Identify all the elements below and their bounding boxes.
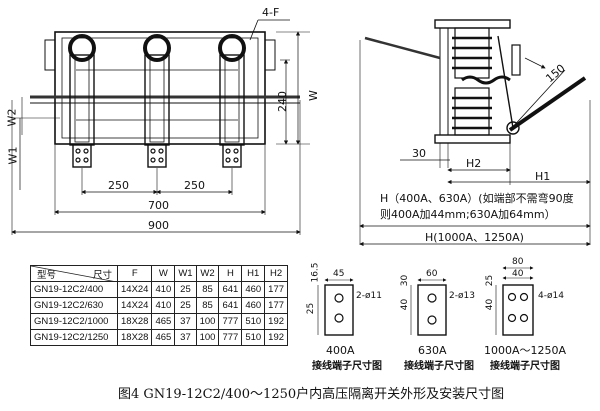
t400-dim-top: 45: [333, 269, 345, 279]
cell: 510: [241, 313, 266, 330]
t630-caption: 接线端子尺寸图: [404, 361, 474, 372]
dim-w: W: [306, 90, 320, 101]
cell: 510: [241, 329, 266, 346]
cell: 177: [264, 297, 289, 314]
dim-w1: W1: [6, 146, 20, 165]
cell-model: GN19-12C2/1250: [30, 329, 118, 346]
insulator-upper: [452, 27, 492, 79]
cell: 777: [218, 329, 243, 346]
t1000-hole: 4-ø14: [538, 291, 564, 301]
t1000-dim-top: 80: [512, 257, 524, 267]
cell: 192: [264, 313, 289, 330]
cell: 100: [195, 329, 220, 346]
t630-dim-top: 60: [426, 269, 438, 279]
dim-h-large: H(1000A、1250A): [425, 231, 524, 244]
t630-hole: 2-ø13: [449, 291, 475, 301]
t1000-rating: 1000A～1250A: [484, 344, 567, 357]
cell: 18X28: [116, 329, 153, 346]
cell: 85: [195, 297, 220, 314]
cell: 37: [174, 313, 197, 330]
cell: 465: [151, 313, 176, 330]
cell: 25: [174, 281, 197, 298]
table-row: GN19-12C2/630 14X24 410 25 85 641 460 17…: [30, 297, 289, 314]
t1000-dim-side2: 25: [485, 274, 496, 287]
header-col: W: [151, 265, 176, 282]
cell: 460: [241, 297, 266, 314]
note-h-line2: 则400A加44mm;630A加64mm）: [380, 208, 556, 221]
table-row: GN19-12C2/400 14X24 410 25 85 641 460 17…: [30, 281, 289, 298]
frame-outline: [54, 31, 266, 145]
dim-900: 900: [148, 219, 169, 232]
t630-dim-side: 40: [400, 298, 411, 311]
cell-model: GN19-12C2/1000: [30, 313, 118, 330]
header-col: F: [116, 265, 153, 282]
header-col: H: [218, 265, 243, 282]
cell: 410: [151, 281, 176, 298]
terminal-400A: [317, 278, 354, 336]
note-h-line1: H（400A、630A）(如端部不需弯90度: [380, 192, 574, 205]
blade-open: [508, 76, 587, 132]
cell: 410: [151, 297, 176, 314]
side-view: [359, 19, 591, 247]
terminal-630A: [410, 278, 447, 336]
cell: 100: [195, 313, 220, 330]
insulator-lower: [452, 87, 492, 136]
spring: [461, 75, 511, 85]
t1000-dim-side: 40: [485, 298, 496, 311]
dim-30: 30: [412, 147, 426, 160]
cell: 14X24: [116, 281, 153, 298]
t400-hole: 2-ø11: [356, 291, 382, 301]
phase-2: [143, 34, 171, 168]
cell: 465: [151, 329, 176, 346]
dim-h1: H1: [535, 170, 551, 183]
header-col: W2: [195, 265, 220, 282]
cell: 641: [218, 297, 243, 314]
t1000-caption: 接线端子尺寸图: [490, 361, 560, 372]
dim-w2: W2: [5, 108, 19, 127]
cell-model: GN19-12C2/400: [30, 281, 118, 298]
t1000-dim-top2: 40: [512, 269, 524, 279]
terminal-1000-1250A: [495, 266, 534, 336]
dim-250-right: 250: [184, 179, 205, 192]
cell: 460: [241, 281, 266, 298]
phase-1: [68, 34, 96, 168]
figure-caption: 图4 GN19-12C2/400～1250户内高压隔离开关外形及安装尺寸图: [118, 387, 505, 402]
cell: 14X24: [116, 297, 153, 314]
t630-rating: 630A: [418, 344, 447, 357]
cell: 85: [195, 281, 220, 298]
spec-table: 尺寸 型号 F W W1 W2 H H1 H2 GN19-12C2/400 14…: [30, 265, 289, 346]
cell: 641: [218, 281, 243, 298]
t400-dim-side: 16.5: [310, 262, 321, 283]
cell: 37: [174, 329, 197, 346]
cell-model: GN19-12C2/630: [30, 297, 118, 314]
cell: 192: [264, 329, 289, 346]
header-col: H1: [241, 265, 266, 282]
table-row: GN19-12C2/1000 18X28 465 37 100 777 510 …: [30, 313, 289, 330]
dim-h2: H2: [466, 157, 482, 170]
t400-rating: 400A: [326, 344, 355, 357]
dim-250-left: 250: [108, 179, 129, 192]
header-col: H2: [264, 265, 289, 282]
table-row: GN19-12C2/1250 18X28 465 37 100 777 510 …: [30, 329, 289, 346]
cell: 25: [174, 297, 197, 314]
front-view: [11, 19, 310, 235]
header-col: W1: [174, 265, 197, 282]
header-size: 尺寸: [92, 270, 112, 281]
dim-240: 240: [276, 91, 289, 112]
table-header-row: 尺寸 型号 F W W1 W2 H H1 H2: [30, 265, 289, 282]
label-4f: 4-F: [262, 6, 280, 19]
cell: 777: [218, 313, 243, 330]
phase-3: [218, 34, 246, 168]
dim-700: 700: [148, 199, 169, 212]
t400-dim-side2: 25: [306, 302, 317, 315]
t400-caption: 接线端子尺寸图: [312, 361, 382, 372]
cell: 177: [264, 281, 289, 298]
header-model: 型号: [37, 270, 57, 281]
t630-dim-side2: 30: [400, 274, 411, 287]
header-model-size: 尺寸 型号: [30, 265, 118, 282]
cell: 18X28: [116, 313, 153, 330]
